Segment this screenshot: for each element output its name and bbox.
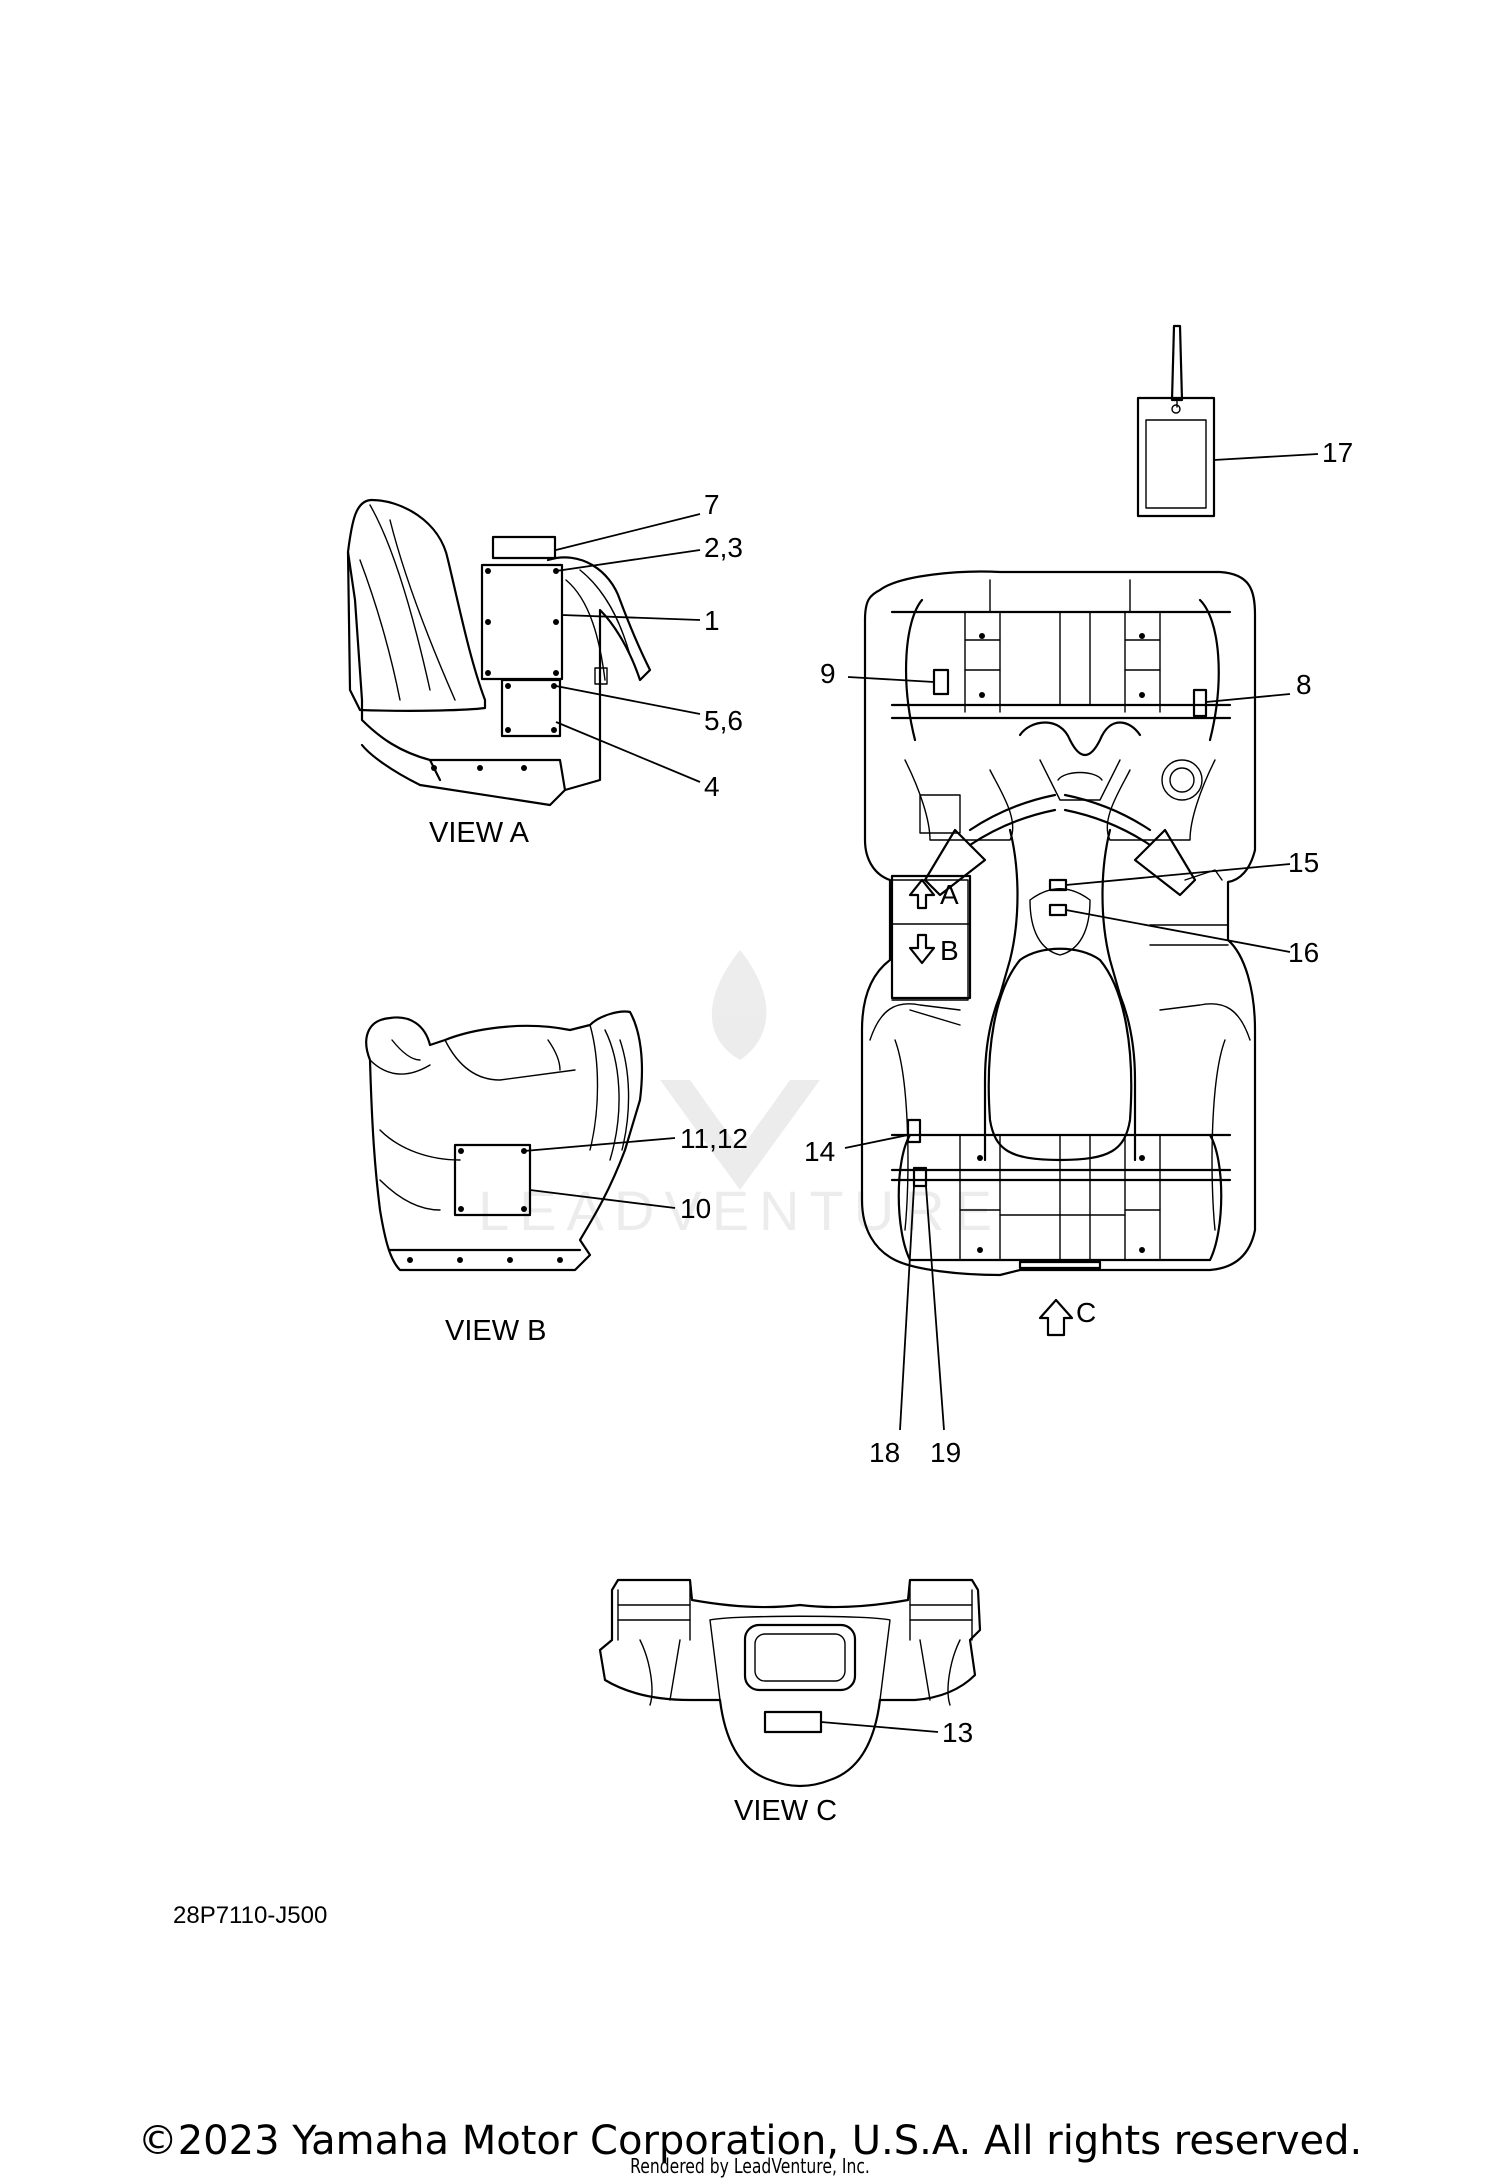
view-c-drawing — [598, 1578, 982, 1788]
callout-9: 9 — [820, 658, 836, 689]
watermark-logo: LEADVENTURE — [478, 950, 1002, 1242]
callout-2-3: 2,3 — [704, 532, 743, 563]
arrow-b-letter: B — [940, 935, 959, 966]
callout-1: 1 — [704, 605, 720, 636]
copyright-notice: ©2023 Yamaha Motor Corporation, U.S.A. A… — [137, 2118, 1363, 2164]
view-b-leaders — [523, 1137, 676, 1209]
view-b-drawing — [365, 1010, 644, 1272]
arrow-c-letter: C — [1076, 1297, 1096, 1328]
view-a-label: VIEW A — [429, 817, 530, 849]
arrow-c-icon — [1038, 1298, 1074, 1337]
callout-14: 14 — [804, 1136, 835, 1167]
view-b-label: VIEW B — [445, 1315, 547, 1347]
callout-11-12: 11,12 — [680, 1123, 748, 1154]
rendered-by-notice: Rendered by LeadVenture, Inc. — [630, 2154, 870, 2178]
callout-8: 8 — [1296, 669, 1312, 700]
callout-19: 19 — [930, 1437, 961, 1468]
callout-5-6: 5,6 — [704, 705, 743, 736]
callout-4: 4 — [704, 771, 720, 802]
watermark-text: LEADVENTURE — [478, 1179, 1002, 1242]
top-view-leaders — [844, 676, 1291, 1431]
atv-top-view — [860, 570, 1257, 1277]
callout-7: 7 — [704, 489, 720, 520]
callout-17: 17 — [1322, 437, 1353, 468]
callout-13: 13 — [942, 1717, 973, 1748]
callout-16: 16 — [1288, 937, 1319, 968]
view-a-leaders — [555, 513, 701, 783]
arrow-a-letter: A — [940, 879, 959, 910]
view-a-drawing — [346, 498, 652, 807]
drawing-code: 28P7110-J500 — [173, 1902, 327, 1929]
view-c-label: VIEW C — [734, 1795, 837, 1827]
callout-18: 18 — [869, 1437, 900, 1468]
callout-10: 10 — [680, 1193, 711, 1224]
callout-15: 15 — [1288, 847, 1319, 878]
hang-tag — [1136, 324, 1319, 518]
